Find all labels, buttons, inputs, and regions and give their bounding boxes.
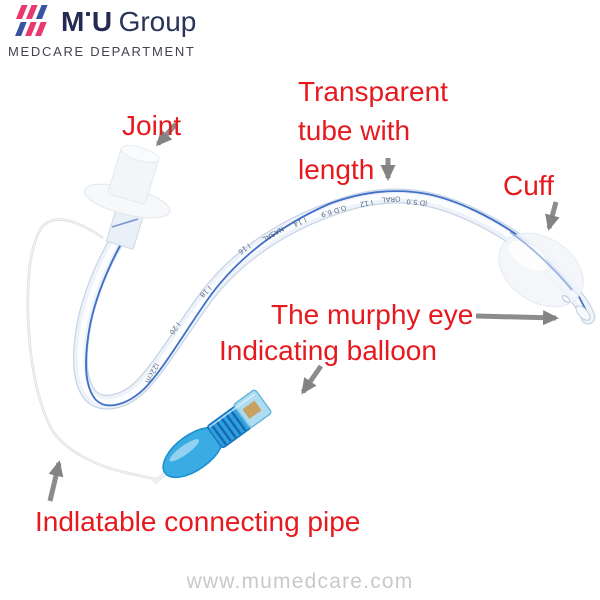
label-transparent-tube: Transparent tube with length [298, 72, 448, 189]
svg-text:ORAL: ORAL [381, 194, 400, 203]
brand-dot [85, 12, 90, 16]
label-indicating-balloon: Indicating balloon [219, 335, 437, 366]
cuff-balloon [498, 231, 584, 308]
brand-letter-u: U [91, 6, 112, 37]
brand-letter-m: M [61, 6, 84, 37]
pointer-arrows [47, 122, 560, 502]
label-tube-line2: tube with [298, 115, 411, 146]
brand-logo: M U Group MEDCARE DEPARTMENT [8, 4, 196, 59]
brand-word-group: Group [118, 6, 197, 37]
balloon-arrow [300, 364, 324, 395]
pipe-arrow [47, 460, 64, 502]
pilot-balloon [151, 389, 272, 485]
murphy-eye-arrow [475, 310, 559, 326]
inflation-line [26, 218, 161, 482]
cuff-arrow [545, 201, 560, 231]
joint-connector [83, 145, 171, 250]
murphy-eye-hole [561, 295, 571, 303]
brand-name: M U Group [61, 8, 196, 36]
brand-department: MEDCARE DEPARTMENT [8, 44, 196, 59]
joint-arrow [155, 122, 178, 147]
website-watermark: www.mumedcare.com [186, 570, 414, 593]
label-tube-line3: length [298, 154, 375, 185]
label-murphy-eye: The murphy eye [271, 299, 474, 330]
label-cuff: Cuff [503, 170, 554, 201]
label-joint: Joint [122, 110, 182, 141]
label-tube-line1: Transparent [298, 76, 448, 107]
label-connecting-pipe: Indlatable connecting pipe [35, 506, 361, 537]
svg-text:ID 5.0: ID 5.0 [406, 197, 427, 206]
hatch-stripes-icon [15, 5, 48, 36]
tube-tip [561, 295, 591, 321]
svg-text:I 12: I 12 [359, 198, 373, 208]
radiopaque-line [85, 190, 588, 407]
